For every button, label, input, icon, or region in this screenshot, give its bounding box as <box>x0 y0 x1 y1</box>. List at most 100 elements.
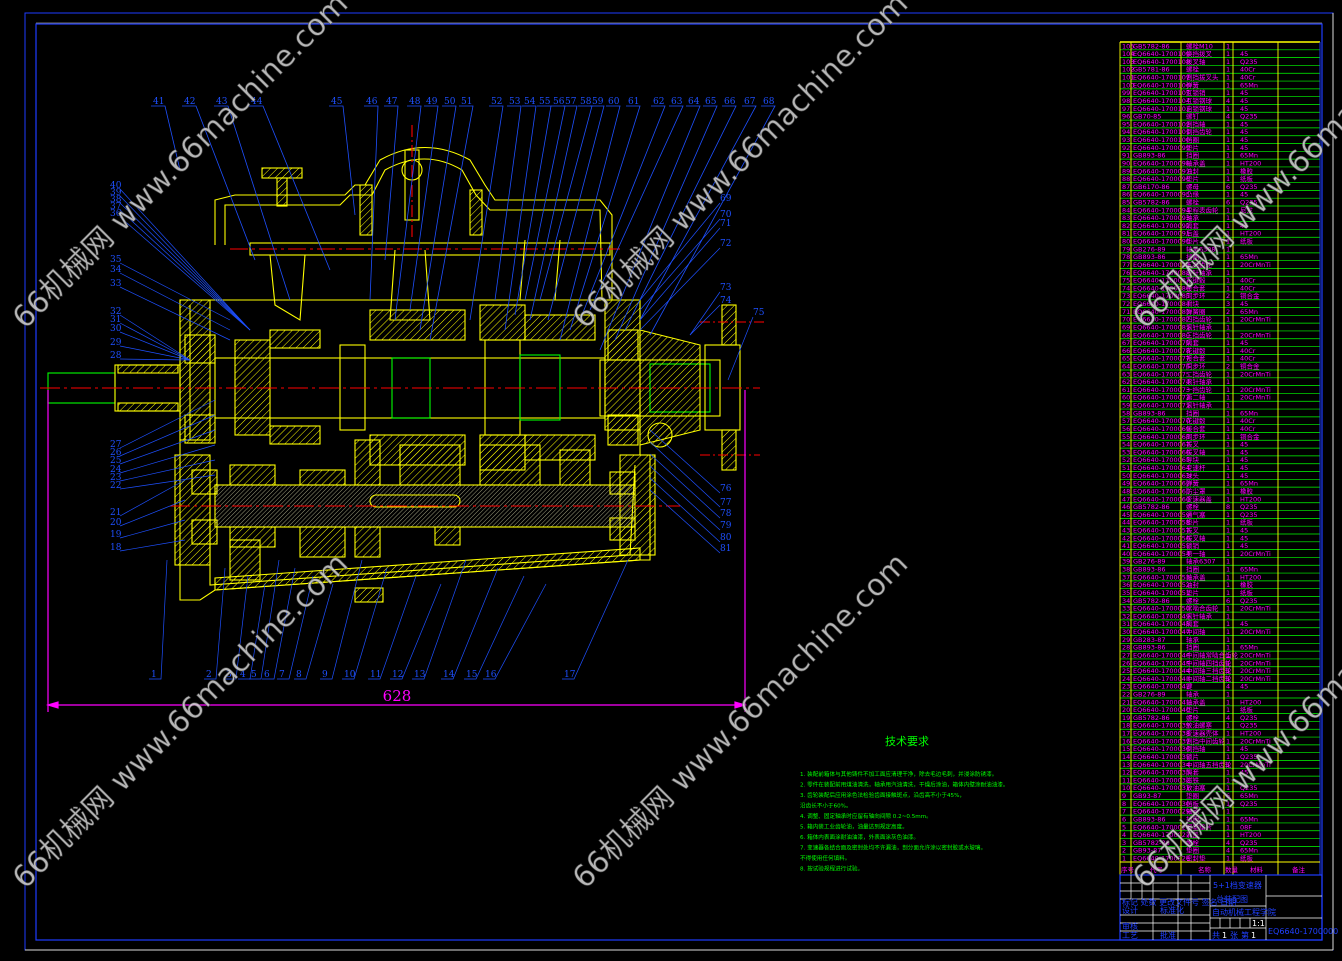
bom-code: EQ6640-1700058 <box>1133 519 1190 527</box>
bom-name: 隔套 <box>1186 768 1200 777</box>
bom-qty: 1 <box>1226 480 1230 488</box>
bom-item-no: 52 <box>1122 456 1130 464</box>
bom-name: 调整垫片 <box>1186 822 1212 831</box>
bom-qty: 1 <box>1226 823 1230 831</box>
bom-qty: 4 <box>1226 847 1230 855</box>
bom-qty: 1 <box>1226 542 1230 550</box>
leader-line <box>119 216 251 331</box>
part-label-80: 80 <box>720 533 732 543</box>
tech-requirement-item: 5. 箱内装工业齿轮油，油量达到规定高度。 <box>800 823 908 831</box>
bom-item-no: 56 <box>1122 425 1130 433</box>
bom-qty: 1 <box>1226 487 1230 495</box>
bom-qty: 1 <box>1226 815 1230 823</box>
bom-item-no: 68 <box>1122 331 1130 339</box>
bom-material: Q235 <box>1240 800 1258 808</box>
bom-name: 第一轴 <box>1186 549 1206 558</box>
bom-name: 拨叉 <box>1186 440 1200 449</box>
leader-line <box>419 105 457 331</box>
leader-line <box>394 105 422 321</box>
part-label-56: 56 <box>553 97 565 107</box>
bom-material: 45 <box>1240 222 1248 230</box>
bom-material: 45 <box>1240 89 1248 97</box>
bom-item-no: 62 <box>1122 378 1130 386</box>
bom-qty: 1 <box>1226 66 1230 74</box>
part-label-64: 64 <box>688 97 700 107</box>
leader-line <box>589 105 684 311</box>
bom-name: 滑块 <box>1186 299 1200 308</box>
part-label-60: 60 <box>608 97 620 107</box>
bom-item-no: 5 <box>1122 823 1126 831</box>
bom-code: EQ6640-1700045 <box>1133 659 1190 667</box>
bom-qty: 1 <box>1226 550 1230 558</box>
bom-item-no: 19 <box>1122 714 1130 722</box>
bom-item-no: 54 <box>1122 441 1130 449</box>
bom-item-no: 48 <box>1122 487 1130 495</box>
bom-material: 20CrMnTi <box>1240 331 1271 339</box>
part-label-2: 2 <box>206 670 212 680</box>
leader-line <box>429 105 474 341</box>
bom-header-cell: 名称 <box>1198 865 1212 874</box>
bom-code: EQ6640-1700035 <box>1133 753 1190 761</box>
bom-material: 纸板 <box>1240 854 1254 863</box>
part-label-74: 74 <box>720 296 732 306</box>
bom-material: 20CrMnTi <box>1240 394 1271 402</box>
part-label-37: 37 <box>110 202 122 212</box>
bom-qty: 1 <box>1226 277 1230 285</box>
bom-qty: 1 <box>1226 667 1230 675</box>
bom-qty: 1 <box>1226 753 1230 761</box>
bom-code: EQ6640-1700109 <box>1133 50 1190 58</box>
part-label-27: 27 <box>110 440 122 450</box>
bom-code: EQ6640-1700106 <box>1133 81 1190 89</box>
bom-header-cell: 序号 <box>1121 865 1135 874</box>
bom-item-no: 6 <box>1122 815 1126 823</box>
tech-requirement-item: 1. 装配前箱体与其他铸件不加工面应清理干净，除去毛边毛刺，并浸涂防锈漆。 <box>800 770 997 778</box>
bom-name: 同步环 <box>1186 292 1206 300</box>
bom-qty: 1 <box>1226 58 1230 66</box>
bom-material: 20CrMnTi <box>1240 675 1271 683</box>
bom-qty: 1 <box>1226 386 1230 394</box>
leader-line <box>119 539 186 552</box>
leader-line <box>119 414 216 457</box>
bom-material: 65Mn <box>1240 152 1258 160</box>
bom-item-no: 14 <box>1122 753 1130 761</box>
bom-code: EQ6640-1700083 <box>1133 308 1190 316</box>
bom-name: 挡圈 <box>1186 151 1199 160</box>
part-label-12: 12 <box>392 670 403 680</box>
bom-code: EQ6640-1700061 <box>1133 487 1190 495</box>
bom-qty: 1 <box>1226 589 1230 597</box>
bom-material: 45 <box>1240 769 1248 777</box>
leader-line <box>119 444 216 474</box>
part-label-59: 59 <box>592 97 604 107</box>
bom-code: EQ6640-1700043 <box>1133 675 1190 683</box>
bom-code: EQ6640-1700100 <box>1133 136 1190 144</box>
bom-item-no: 3 <box>1122 839 1126 847</box>
bom-name: 滚针轴承 <box>1186 611 1213 620</box>
bom-item-no: 101 <box>1122 74 1134 82</box>
bom-material: 45 <box>1240 745 1248 753</box>
bom-qty: 1 <box>1226 464 1230 472</box>
bom-qty: 1 <box>1226 89 1230 97</box>
bom-item-no: 30 <box>1122 628 1130 636</box>
part-label-38: 38 <box>110 195 122 205</box>
bom-name: 螺栓 <box>1186 65 1200 74</box>
bom-code: GB5782-86 <box>1133 597 1170 605</box>
bom-item-no: 102 <box>1122 66 1134 74</box>
bom-qty: 1 <box>1226 136 1230 144</box>
bom-name: 倒挡轴 <box>1186 119 1206 128</box>
bom-code: GB5782-86 <box>1133 839 1170 847</box>
bom-code: EQ6640-1700059 <box>1133 511 1190 519</box>
bom-name: 挡板 <box>1186 799 1200 808</box>
bom-code: EQ6640-1700028 <box>1133 823 1190 831</box>
